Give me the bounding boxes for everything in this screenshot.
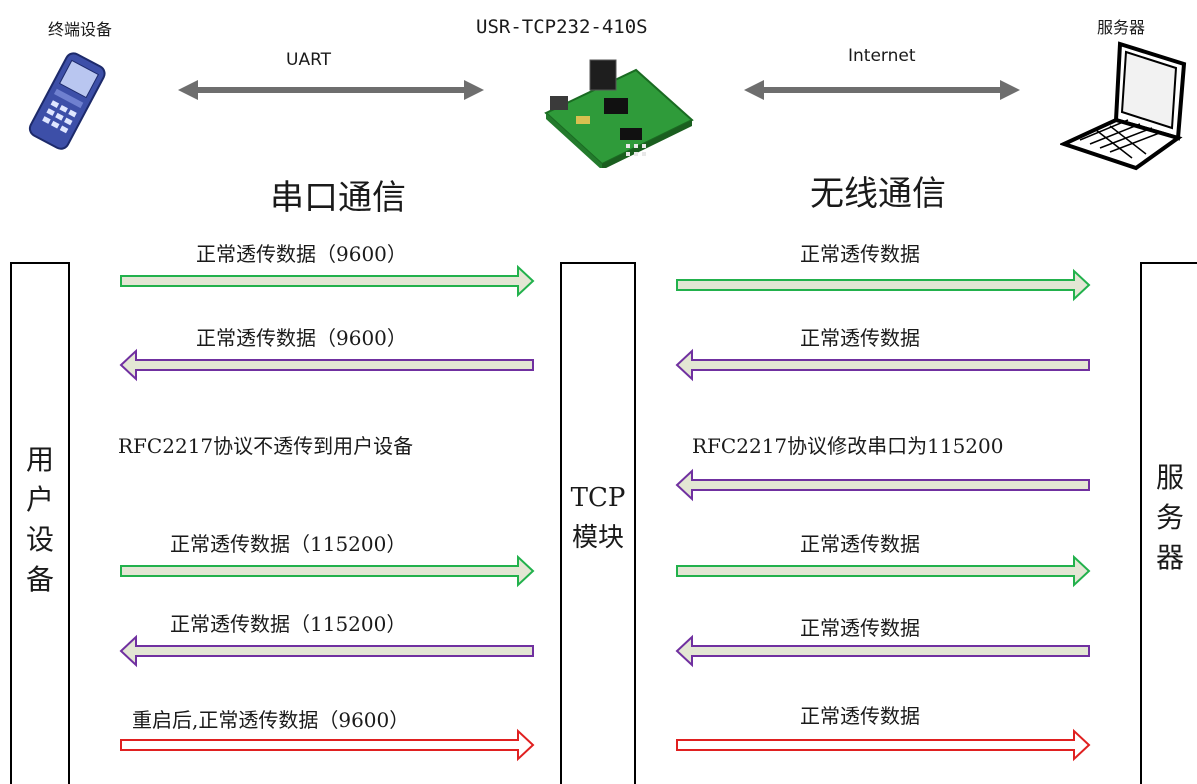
left-message-arrow [120, 264, 535, 298]
right-message-arrow [675, 348, 1090, 382]
arrow-shape [675, 468, 1090, 502]
right-message-arrow [676, 268, 1091, 302]
server-label: 服务器 [1097, 18, 1146, 37]
arrow-shape [119, 348, 534, 382]
right-message-arrow [676, 728, 1091, 762]
arrow-shape [676, 728, 1091, 762]
laptop-server-icon [1060, 41, 1187, 171]
arrow-shape [675, 634, 1090, 668]
right-message-arrow [676, 554, 1091, 588]
left-message-label: 正常透传数据（9600） [196, 242, 407, 266]
arrow-shape [120, 728, 535, 762]
right-message-label: 正常透传数据 [800, 326, 920, 350]
arrow-shape [676, 554, 1091, 588]
user-device-char: 户 [25, 483, 54, 516]
left-message-label: 重启后,正常透传数据（9600） [132, 708, 410, 732]
tcp-module-line: TCP [570, 483, 626, 513]
server-char: 服 [1155, 461, 1184, 494]
left-message-arrow [120, 728, 535, 762]
arrow-shape [676, 268, 1091, 302]
handheld-terminal-icon [28, 52, 106, 150]
left-message-arrow [120, 554, 535, 588]
right-message-arrow [675, 468, 1090, 502]
tcp-module-line: 模块 [571, 523, 624, 553]
right-message-label: 正常透传数据 [800, 616, 920, 640]
arrow-shape [119, 634, 534, 668]
uart-label: UART [286, 50, 332, 70]
internet-double-arrow [744, 80, 1020, 100]
left-message-label: RFC2217协议不透传到用户设备 [118, 434, 414, 458]
arrow-shape [675, 348, 1090, 382]
internet-label: Internet [848, 46, 916, 66]
left-message-arrow [119, 634, 534, 668]
user-device-char: 用 [25, 443, 54, 476]
user-device-char: 备 [25, 563, 54, 596]
server-char: 器 [1155, 541, 1184, 574]
right-message-label: 正常透传数据 [800, 242, 920, 266]
left-message-arrow [119, 348, 534, 382]
right-message-arrow [675, 634, 1090, 668]
module-model-label: USR-TCP232-410S [476, 16, 648, 38]
right-message-label: RFC2217协议修改串口为115200 [692, 434, 1004, 458]
user-device-column: 用 户 设 备 [10, 262, 70, 784]
arrow-shape [120, 264, 535, 298]
terminal-device-label: 终端设备 [48, 20, 113, 39]
right-message-label: 正常透传数据 [800, 704, 920, 728]
left-message-label: 正常透传数据（9600） [196, 326, 407, 350]
tcp-module-board-icon [544, 59, 694, 168]
uart-double-arrow [178, 80, 484, 100]
tcp-module-column: TCP 模块 [560, 262, 636, 784]
wireless-communication-heading: 无线通信 [810, 174, 946, 214]
right-message-label: 正常透传数据 [800, 532, 920, 556]
user-device-char: 设 [25, 523, 54, 556]
serial-communication-heading: 串口通信 [270, 178, 406, 218]
server-column: 服 务 器 [1140, 262, 1197, 784]
server-char: 务 [1155, 501, 1184, 534]
left-message-label: 正常透传数据（115200） [170, 532, 407, 556]
arrow-shape [120, 554, 535, 588]
left-message-label: 正常透传数据（115200） [170, 612, 407, 636]
